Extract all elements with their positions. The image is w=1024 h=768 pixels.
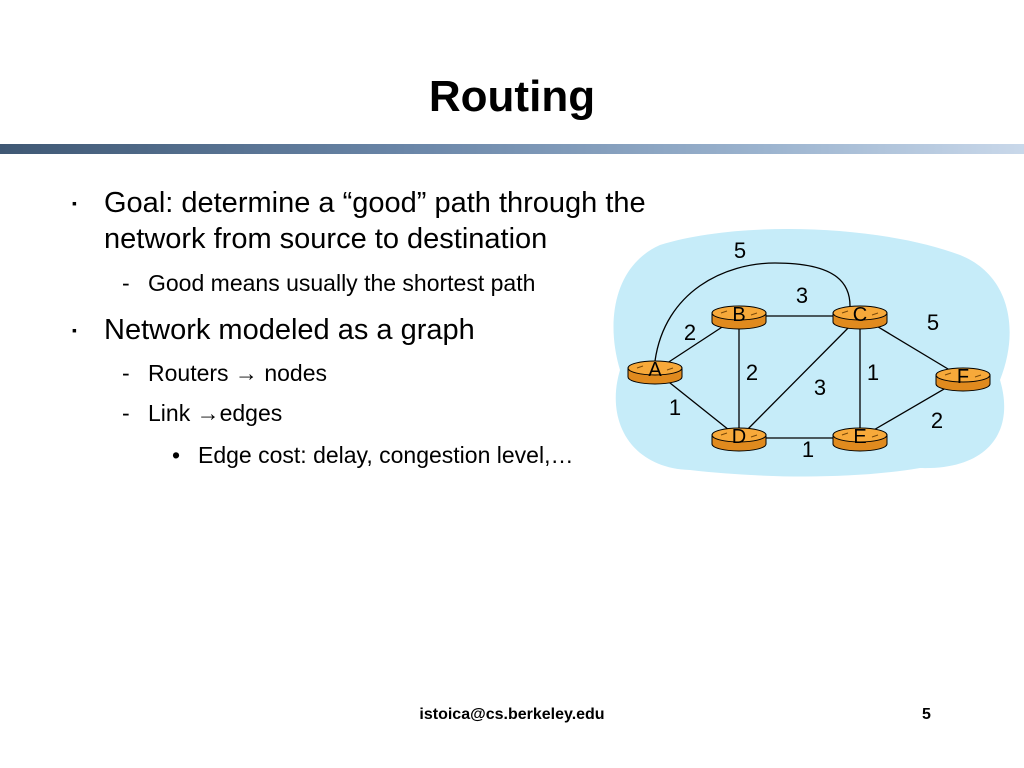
dash-bullet-icon: - <box>122 270 130 296</box>
edge-cost-label-d-e: 1 <box>802 437 814 462</box>
edge-c-d <box>738 315 861 439</box>
node-label-e: E <box>853 426 866 448</box>
title-divider <box>0 144 1024 154</box>
dot-bullet-icon: • <box>172 442 181 468</box>
bullet-network-text: Network modeled as a graph <box>104 314 475 346</box>
edge-cost-label-b-d: 2 <box>746 360 758 385</box>
square-bullet-icon: ▪ <box>72 322 77 338</box>
router-node-d: D <box>711 426 767 452</box>
router-node-c: C <box>832 304 888 330</box>
footer-page-number: 5 <box>922 706 931 723</box>
bullet-goal-line2: network from source to destination <box>104 223 548 255</box>
router-node-a: A <box>627 359 683 385</box>
network-cloud <box>613 228 1010 477</box>
node-label-d: D <box>732 426 746 448</box>
sub-bullet-text: Good means usually the shortest path <box>148 270 536 296</box>
sub-bullet-good-means: - Good means usually the shortest path <box>122 268 536 298</box>
subsub-bullet-text: Edge cost: delay, congestion level,… <box>198 442 574 468</box>
node-label-c: C <box>853 304 867 326</box>
edge-cost-label-a-c: 5 <box>734 238 746 263</box>
edge-cost-label-c-e: 1 <box>867 360 879 385</box>
bullet-goal-line1: Goal: determine a “good” path through th… <box>104 187 646 219</box>
square-bullet-icon: ▪ <box>72 195 77 211</box>
edge-cost-label-c-d: 3 <box>814 375 826 400</box>
footer-email: istoica@cs.berkeley.edu <box>419 706 605 723</box>
node-label-b: B <box>732 304 745 326</box>
node-label-a: A <box>648 359 662 381</box>
slide-title: Routing <box>428 72 596 121</box>
sub-bullet-links: - Link →edges <box>122 398 283 428</box>
subsub-bullet-edge-cost: • Edge cost: delay, congestion level,… <box>172 440 574 470</box>
router-node-f: F <box>935 366 991 392</box>
edge-a-c <box>654 262 851 362</box>
edge-labels-layer: 2 1 5 3 2 3 1 5 1 2 <box>669 238 943 462</box>
edge-cost-label-a-b: 2 <box>684 320 696 345</box>
router-node-e: E <box>832 426 888 452</box>
sub-bullet-text: Routers → nodes <box>148 360 327 386</box>
sub-bullet-text: Link →edges <box>148 400 283 426</box>
nodes-layer: A B C D E F <box>627 304 991 452</box>
dash-bullet-icon: - <box>122 360 130 386</box>
sub-bullet-routers: - Routers → nodes <box>122 358 327 388</box>
dash-bullet-icon: - <box>122 400 130 426</box>
edge-cost-label-e-f: 2 <box>931 408 943 433</box>
node-label-f: F <box>957 366 969 388</box>
edge-cost-label-a-d: 1 <box>669 395 681 420</box>
bullet-goal: ▪ Goal: determine a “good” path through … <box>72 185 646 257</box>
router-node-b: B <box>711 304 767 330</box>
edge-cost-label-c-f: 5 <box>927 310 939 335</box>
edge-cost-label-b-c: 3 <box>796 283 808 308</box>
bullet-network-graph: ▪ Network modeled as a graph <box>72 312 475 348</box>
